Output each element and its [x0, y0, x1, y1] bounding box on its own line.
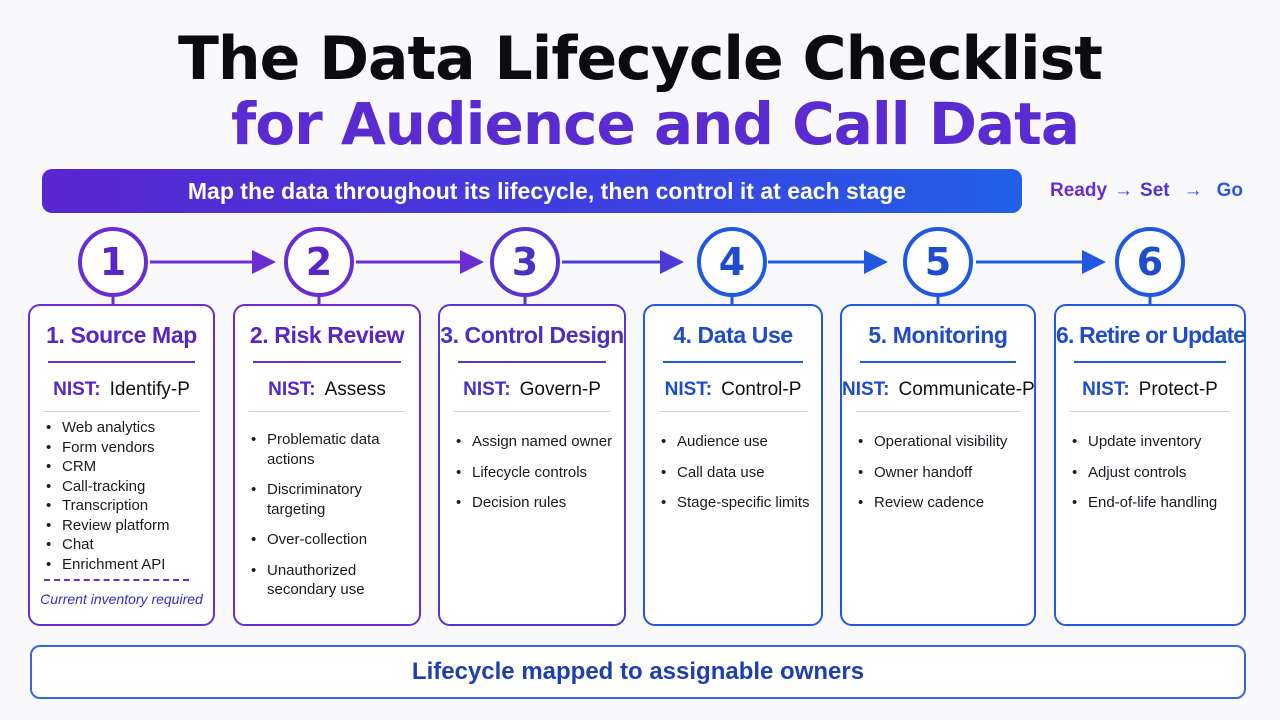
instruction-banner: Map the data throughout its lifecycle, t… [42, 169, 1022, 213]
list-item: Operational visibility [858, 432, 1026, 452]
nist-value: Control-P [721, 379, 802, 400]
list-item: Decision rules [456, 493, 616, 513]
title-divider [458, 361, 606, 363]
list-item: Over-collection [251, 530, 411, 550]
step-circle-4: 4 [697, 227, 767, 297]
list-item: Call-tracking [46, 477, 205, 497]
step-circle-2: 2 [284, 227, 354, 297]
nist-label: NIST: [268, 379, 316, 400]
ready-label: Ready [1050, 180, 1108, 201]
step-card-5: 5. Monitoring NIST: Communicate-P Operati… [840, 304, 1036, 626]
nist-function: NIST: Protect-P [1056, 379, 1244, 401]
section-divider [44, 411, 199, 412]
card-title: 2. Risk Review [249, 322, 405, 348]
step-card-2: 2. Risk Review NIST: Assess Problematic d… [233, 304, 421, 626]
section-divider [454, 411, 610, 412]
item-list: Assign named owner Lifecycle controls De… [456, 432, 616, 524]
step-circle-6: 6 [1115, 227, 1185, 297]
nist-label: NIST: [664, 379, 713, 400]
banner-text: Map the data throughout its lifecycle, t… [187, 177, 907, 204]
item-list: Operational visibility Owner handoff Rev… [858, 432, 1026, 524]
ready-set-go: Ready → Set → Go [1050, 180, 1243, 202]
list-item: Assign named owner [456, 432, 616, 452]
title-divider [48, 361, 195, 363]
nist-value: Govern-P [519, 379, 601, 400]
list-item: CRM [46, 457, 205, 477]
list-item: Review cadence [858, 493, 1026, 513]
title-divider [253, 361, 401, 363]
list-item: Web analytics [46, 418, 205, 438]
inventory-note: Current inventory required [40, 591, 203, 607]
item-list: Update inventory Adjust controls End-of-… [1072, 432, 1236, 524]
item-list: Web analytics Form vendors CRM Call-trac… [46, 418, 205, 574]
card-title: 1. Source Map [46, 322, 197, 348]
arrow-right-icon: → [1114, 180, 1134, 201]
footer-text: Lifecycle mapped to assignable owners [411, 658, 865, 685]
nist-function: NIST: Control-P [645, 379, 821, 401]
list-item: Lifecycle controls [456, 463, 616, 483]
nist-function: NIST: Assess [235, 379, 419, 401]
card-title: 5. Monitoring [868, 322, 1008, 348]
list-item: End-of-life handling [1072, 493, 1236, 513]
step-card-4: 4. Data Use NIST: Control-P Audience use … [643, 304, 823, 626]
list-item: Call data use [661, 463, 813, 483]
list-item: Transcription [46, 496, 205, 516]
card-title: 4. Data Use [673, 322, 793, 348]
list-item: Review platform [46, 516, 205, 536]
page-subtitle: for Audience and Call Data [231, 90, 1080, 158]
list-item: Stage-specific limits [661, 493, 813, 513]
nist-value: Protect-P [1138, 379, 1218, 400]
step-circle-5: 5 [903, 227, 973, 297]
dashed-divider [44, 579, 189, 581]
list-item: Discriminatory targeting [251, 480, 411, 519]
nist-function: NIST: Communicate-P [842, 379, 1035, 401]
page-title: The Data Lifecycle Checklist [177, 24, 1103, 94]
card-title: 6. Retire or Update [1056, 322, 1246, 348]
title-divider [1074, 361, 1226, 363]
section-divider [1070, 411, 1230, 412]
nist-function: NIST: Identify-P [30, 379, 213, 401]
arrow-right-icon: → [1183, 180, 1203, 201]
set-label: Set [1140, 180, 1170, 201]
list-item: Owner handoff [858, 463, 1026, 483]
section-divider [249, 411, 405, 412]
nist-label: NIST: [463, 379, 511, 400]
section-divider [659, 411, 807, 412]
section-divider [856, 411, 1020, 412]
nist-label: NIST: [842, 379, 890, 400]
nist-value: Communicate-P [898, 379, 1035, 400]
title-divider [663, 361, 803, 363]
list-item: Adjust controls [1072, 463, 1236, 483]
go-label: Go [1216, 180, 1243, 201]
list-item: Enrichment API [46, 555, 205, 575]
step-card-6: 6. Retire or Update NIST: Protect-P Updat… [1054, 304, 1246, 626]
nist-label: NIST: [1082, 379, 1130, 400]
step-card-3: 3. Control Design NIST: Govern-P Assign n… [438, 304, 626, 626]
step-card-1: 1. Source Map NIST: Identify-P Web analyt… [28, 304, 215, 626]
list-item: Audience use [661, 432, 813, 452]
card-title: 3. Control Design [440, 322, 624, 348]
nist-label: NIST: [53, 379, 101, 400]
summary-footer: Lifecycle mapped to assignable owners [30, 645, 1246, 699]
nist-function: NIST: Govern-P [440, 379, 624, 401]
list-item: Unauthorized secondary use [251, 561, 411, 600]
list-item: Update inventory [1072, 432, 1236, 452]
item-list: Problematic data actions Discriminatory … [251, 430, 411, 611]
step-circle-3: 3 [490, 227, 560, 297]
list-item: Form vendors [46, 438, 205, 458]
step-circle-1: 1 [78, 227, 148, 297]
title-divider [860, 361, 1016, 363]
nist-value: Assess [324, 379, 386, 400]
list-item: Chat [46, 535, 205, 555]
list-item: Problematic data actions [251, 430, 411, 469]
nist-value: Identify-P [109, 379, 190, 400]
item-list: Audience use Call data use Stage-specifi… [661, 432, 813, 524]
